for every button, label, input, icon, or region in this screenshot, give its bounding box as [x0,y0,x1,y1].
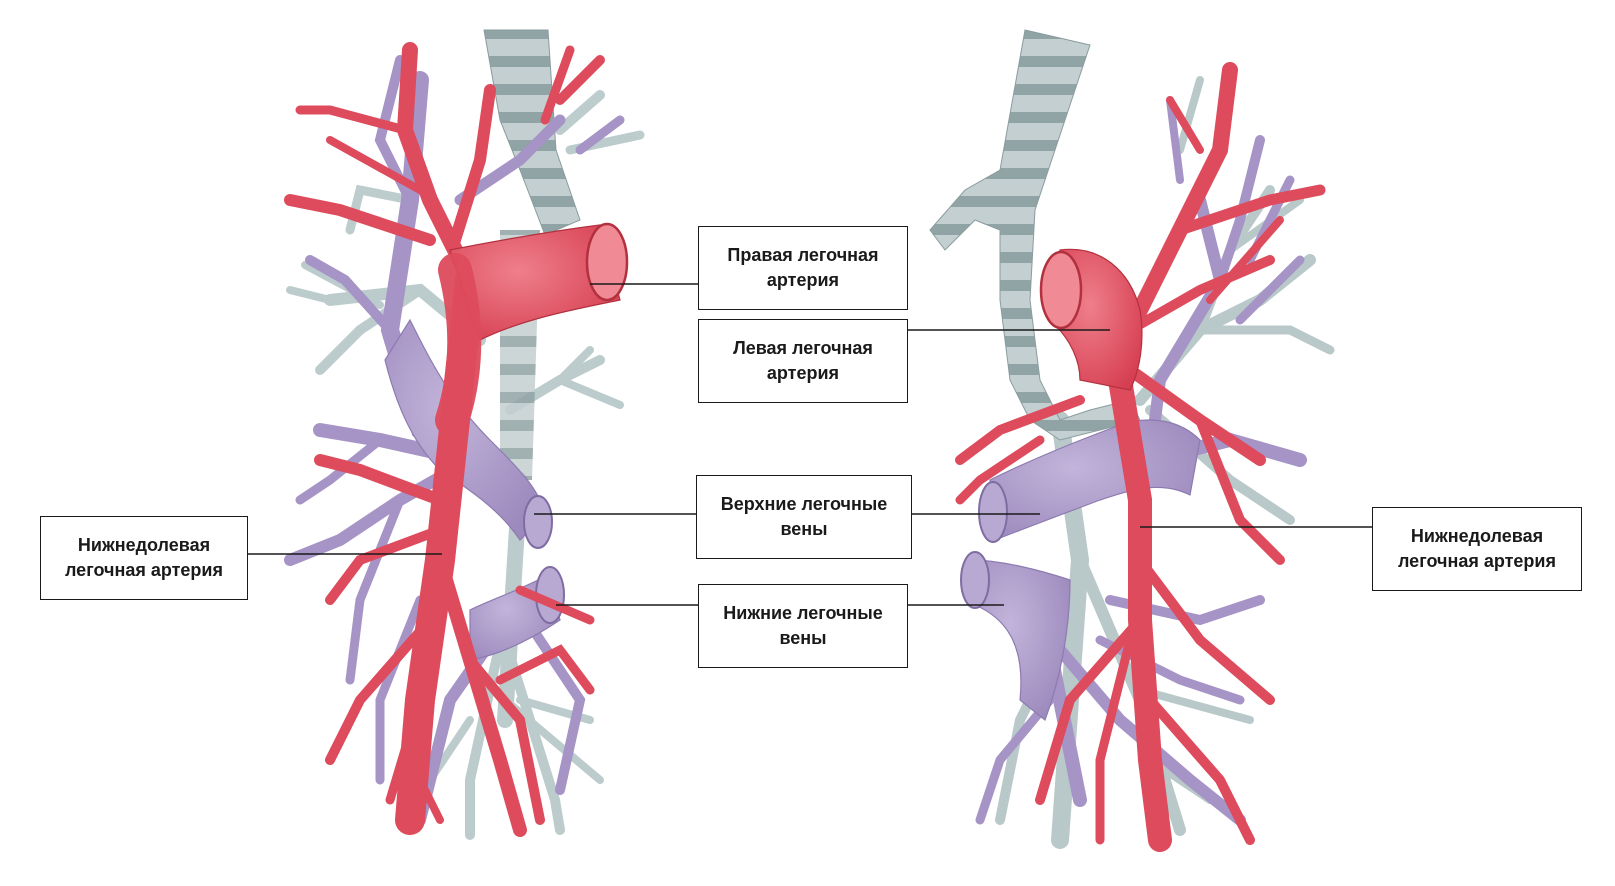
label-lower-pulmonary-veins-line1: Нижние легочные [723,603,883,623]
label-upper-pulmonary-veins-line1: Верхние легочные [720,494,888,514]
left-pulmonary-artery-opening [1039,250,1083,330]
label-left-pulmonary-artery: Левая легочная артерия [698,319,908,403]
leader-lines [248,283,1372,606]
label-lower-lobe-artery-right: Нижнедолевая легочная артерия [1372,507,1582,591]
label-left-pulmonary-artery-line2: артерия [766,363,840,383]
upper-vein-opening-right [978,481,1008,543]
left-lower-pulmonary-vein [969,559,1071,721]
label-lower-lobe-artery-right-line2: легочная артерия [1397,551,1556,571]
right-pulmonary-artery-opening [585,222,629,302]
upper-vein-opening-left [523,495,553,549]
left-upper-pulmonary-vein [989,419,1201,541]
trachea-right-view [929,29,1141,441]
right-lung-vessels [284,29,645,840]
lower-vein-opening-right [960,551,990,609]
label-right-pulmonary-artery: Правая легочная артерия [698,226,908,310]
left-lung-vessels [929,29,1335,852]
label-right-pulmonary-artery-line2: артерия [766,270,840,290]
label-upper-pulmonary-veins: Верхние легочные вены [696,475,912,559]
label-lower-pulmonary-veins-line2: вены [779,628,827,648]
label-upper-pulmonary-veins-line2: вены [780,519,828,539]
label-lower-lobe-artery-right-line1: Нижнедолевая [1410,526,1544,546]
left-artery-branches [955,62,1326,852]
label-right-pulmonary-artery-line1: Правая легочная [727,245,879,265]
label-left-pulmonary-artery-line1: Левая легочная [733,338,873,358]
right-pulmonary-artery-trunk [449,224,621,341]
label-lower-lobe-artery-left-line1: Нижнедолевая [77,535,211,555]
label-lower-lobe-artery-left-line2: легочная артерия [64,560,223,580]
label-lower-lobe-artery-left: Нижнедолевая легочная артерия [40,516,248,600]
label-lower-pulmonary-veins: Нижние легочные вены [698,584,908,668]
